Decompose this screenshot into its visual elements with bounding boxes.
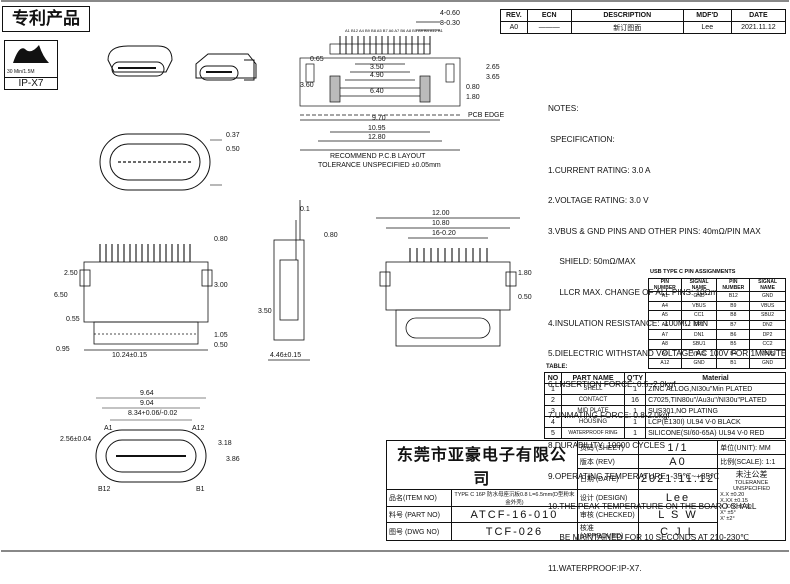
dim-label: 0.50	[518, 294, 532, 301]
dim-label: 3.60	[300, 82, 314, 89]
dim-label: 10.80	[432, 220, 450, 227]
dim-label: 3.86	[226, 456, 240, 463]
title-block: 东莞市亚豪电子有限公司 页码 (SHEET) 1/1 单位(UNIT): MM …	[386, 440, 786, 541]
dim-label: 10.95	[368, 125, 386, 132]
pin-label: A12	[192, 425, 205, 432]
drawing-canvas	[1, 0, 789, 552]
dim-label: 9.04	[140, 400, 154, 407]
dim-label: 9.70	[372, 115, 386, 122]
pin-label: B12	[98, 486, 111, 493]
dim-label: 3.18	[218, 440, 232, 447]
front-view-mid	[79, 244, 213, 351]
dim-label: 0.50	[226, 146, 240, 153]
company-name: 东莞市亚豪电子有限公司	[386, 440, 578, 490]
ipx-sub-label: 30 Min/1.5M	[7, 69, 35, 75]
dim-label: 0.80	[466, 84, 480, 91]
front-view-bottom	[95, 397, 207, 483]
tolerance-label: TOLERANCE UNSPECIFIED ±0.05mm	[318, 162, 441, 169]
pin-label: B1	[196, 486, 205, 493]
description-header: DESCRIPTION	[570, 9, 684, 22]
side-view-mid	[268, 200, 310, 361]
pin-label: A1	[104, 425, 113, 432]
dim-label: 1.05	[214, 332, 228, 339]
tolerance-block: 未注公差 TOLERANCE UNSPECIFIED X.X ±0.20 X.X…	[717, 468, 786, 541]
dim-label: 8-0.30	[440, 20, 460, 27]
patent-badge: 专利产品	[2, 6, 90, 32]
mdfd-header: MDF'D	[682, 9, 732, 22]
dim-label: 16-0.20	[432, 230, 456, 237]
dim-label: 10.24±0.15	[112, 352, 147, 359]
pcb-edge-label: PCB EDGE	[468, 112, 505, 119]
dim-label: 12.80	[368, 134, 386, 141]
dim-label: 0.95	[56, 346, 70, 353]
dim-label: 1.80	[466, 94, 480, 101]
dim-label: 0.37	[226, 132, 240, 139]
ipx7-badge: 30 Min/1.5M IP-X7	[4, 40, 58, 90]
dim-label: 0.55	[66, 316, 80, 323]
dim-label: 1.80	[518, 270, 532, 277]
recommend-label: RECOMMEND P.C.B LAYOUT	[330, 153, 426, 160]
rear-view-mid	[376, 217, 520, 347]
ecn-header: ECN	[526, 9, 572, 22]
water-drop-icon	[13, 45, 49, 63]
dim-label: 12.00	[432, 210, 450, 217]
dim-label: 9.64	[140, 390, 154, 397]
pin-assignment-table: PIN NUMBER SIGNAL NAME PIN NUMBER SIGNAL…	[648, 278, 786, 369]
pcb-layout-view	[299, 21, 500, 151]
revision-table: REV. ECN DESCRIPTION MDF'D DATE A0 ——— 新…	[500, 9, 787, 34]
dim-label: 0.65	[310, 56, 324, 63]
dim-label: 2.65	[486, 64, 500, 71]
pin-table-title: USB TYPE C PIN ASSIGNMENTS	[650, 269, 736, 275]
connector-3d-sketch	[107, 45, 257, 81]
materials-table-label: TABLE:	[546, 364, 568, 370]
dim-label: 3.00	[214, 282, 228, 289]
ipx-label: IP-X7	[5, 77, 57, 89]
dim-label: 4.90	[370, 72, 384, 79]
dim-label: 0.80	[324, 232, 338, 239]
dim-label: 4.46±0.15	[270, 352, 302, 359]
dim-label: 8.34+0.06/-0.02	[128, 410, 178, 417]
dim-label: 0.1	[300, 206, 310, 213]
rev-header: REV.	[500, 9, 528, 22]
dim-label: 0.80	[214, 236, 228, 243]
dim-label: 0.50	[214, 342, 228, 349]
dim-label: 6.50	[54, 292, 68, 299]
dim-label: 3.65	[486, 74, 500, 81]
side-profile-top	[99, 133, 222, 191]
dim-label: 4-0.60	[440, 10, 460, 17]
dim-label: 3.50	[370, 64, 384, 71]
table-row: A0 ——— 新订图面 Lee 2021.11.12	[500, 21, 787, 34]
dim-label: 0.50	[372, 56, 386, 63]
dim-label: 3.50	[258, 308, 272, 315]
pin-labels-top: A1 B12 A4 B9 B8 A5 B7 A6 A7 B6 A8 B5 A9 …	[345, 28, 443, 33]
dim-label: 2.50	[64, 270, 78, 277]
dim-label: 6.40	[370, 88, 384, 95]
date-header: DATE	[730, 9, 787, 22]
dim-label: 2.56±0.04	[60, 436, 92, 443]
